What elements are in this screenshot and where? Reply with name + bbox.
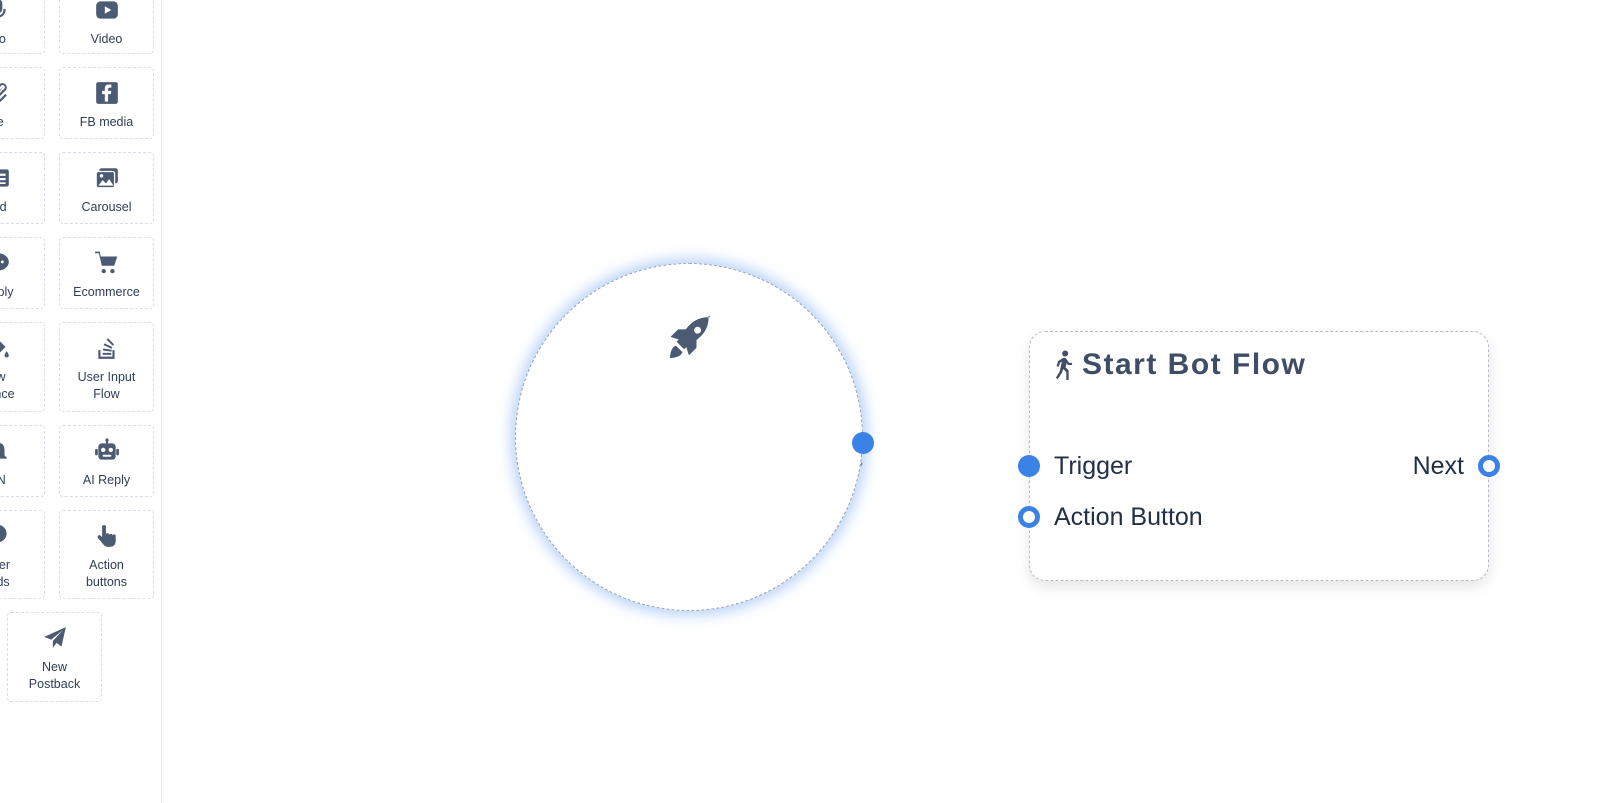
rocket-icon bbox=[664, 312, 716, 364]
bell-icon bbox=[0, 437, 12, 465]
paint-bucket-icon bbox=[0, 334, 12, 362]
palette-item-label: ew uence bbox=[0, 370, 15, 401]
palette-item-label: Action buttons bbox=[85, 558, 127, 589]
flow-canvas[interactable]: Start Bot Flow Trigger Next Action Butto… bbox=[162, 0, 1600, 803]
palette-item-label: FB media bbox=[79, 115, 134, 129]
palette-item-fb-media[interactable]: FB media bbox=[59, 67, 154, 139]
palette-item-label: New Postback bbox=[28, 660, 81, 691]
next-port-label: Next bbox=[1412, 452, 1464, 480]
palette-item-video[interactable]: Video bbox=[59, 0, 154, 54]
start-node[interactable] bbox=[515, 263, 874, 611]
node-title: Start Bot Flow bbox=[1082, 348, 1307, 381]
palette-item-label: dio bbox=[0, 31, 44, 48]
robot-icon bbox=[93, 437, 121, 465]
stack-overflow-icon bbox=[93, 334, 121, 362]
palette-item-quick-reply[interactable]: Reply bbox=[0, 237, 45, 309]
shopping-cart-icon bbox=[93, 249, 121, 277]
palette-item-user-input-flow[interactable]: User Input Flow bbox=[59, 322, 154, 412]
start-bot-flow-node[interactable]: Start Bot Flow Trigger Next Action Butto… bbox=[1018, 331, 1500, 581]
palette-item-new-postback[interactable]: New Postback bbox=[7, 612, 102, 702]
palette-item-new-sequence[interactable]: ew uence bbox=[0, 322, 45, 412]
chat-bubble-icon bbox=[0, 249, 12, 277]
trigger-port-label: Trigger bbox=[1054, 452, 1133, 480]
palette-item-file[interactable]: ile bbox=[0, 67, 45, 139]
next-output-port[interactable] bbox=[1478, 455, 1500, 477]
palette-item-label: AI Reply bbox=[82, 473, 131, 487]
paper-plane-icon bbox=[41, 624, 69, 652]
pointer-hand-icon bbox=[93, 522, 121, 550]
keyword-icon bbox=[0, 522, 12, 550]
palette-item-label: TN bbox=[0, 472, 44, 489]
palette-item-label: Carousel bbox=[81, 200, 132, 214]
card-icon bbox=[0, 164, 12, 192]
youtube-icon bbox=[93, 0, 121, 24]
palette-item-label: gger ords bbox=[0, 558, 11, 589]
action-button-port-label: Action Button bbox=[1054, 503, 1203, 531]
component-palette: dio Video ile FB media ard bbox=[0, 0, 162, 803]
palette-item-otn[interactable]: TN bbox=[0, 425, 45, 497]
palette-item-label: Reply bbox=[0, 285, 14, 299]
palette-item-card[interactable]: ard bbox=[0, 152, 45, 224]
palette-item-label: Video bbox=[90, 32, 123, 46]
palette-item-action-buttons[interactable]: Action buttons bbox=[59, 510, 154, 599]
palette-item-label: ard bbox=[0, 200, 7, 214]
walking-person-icon bbox=[1052, 350, 1076, 380]
palette-item-label: Ecommerce bbox=[73, 285, 140, 299]
start-output-port[interactable] bbox=[852, 432, 874, 454]
action-button-input-port[interactable] bbox=[1018, 506, 1040, 528]
facebook-icon bbox=[93, 79, 121, 107]
microphone-icon bbox=[0, 0, 12, 24]
palette-item-ecommerce[interactable]: Ecommerce bbox=[59, 237, 154, 309]
palette-item-ai-reply[interactable]: AI Reply bbox=[59, 425, 154, 497]
paperclip-icon bbox=[0, 79, 12, 107]
palette-item-label: User Input Flow bbox=[77, 370, 136, 401]
trigger-input-port[interactable] bbox=[1018, 455, 1040, 477]
palette-item-trigger-keywords[interactable]: gger ords bbox=[0, 510, 45, 599]
images-icon bbox=[93, 164, 121, 192]
palette-item-carousel[interactable]: Carousel bbox=[59, 152, 154, 224]
node-header: Start Bot Flow bbox=[1052, 348, 1306, 382]
palette-item-audio[interactable]: dio bbox=[0, 0, 45, 54]
palette-item-label: ile bbox=[0, 114, 44, 131]
